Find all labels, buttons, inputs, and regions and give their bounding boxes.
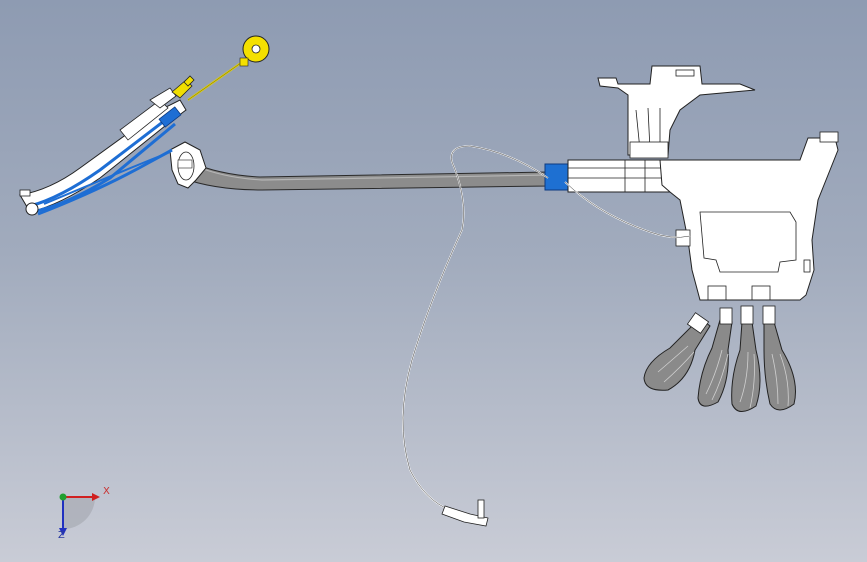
bulb-1[interactable] bbox=[643, 312, 711, 391]
cable-gland[interactable] bbox=[169, 141, 207, 189]
bulb-4[interactable] bbox=[762, 305, 796, 411]
instrument-handpiece[interactable] bbox=[19, 87, 187, 216]
blue-band bbox=[544, 163, 570, 191]
flexible-shaft[interactable] bbox=[181, 161, 549, 191]
mounting-bracket[interactable] bbox=[597, 65, 756, 159]
balloon-bulbs[interactable] bbox=[643, 305, 796, 412]
connector-housing[interactable] bbox=[567, 159, 679, 193]
handle-housing[interactable] bbox=[659, 131, 839, 301]
thin-cable[interactable] bbox=[402, 145, 691, 511]
bulb-3[interactable] bbox=[731, 305, 761, 412]
cable-end-connector[interactable] bbox=[441, 499, 489, 527]
yellow-probe[interactable] bbox=[171, 35, 270, 101]
bulb-2[interactable] bbox=[697, 307, 733, 407]
